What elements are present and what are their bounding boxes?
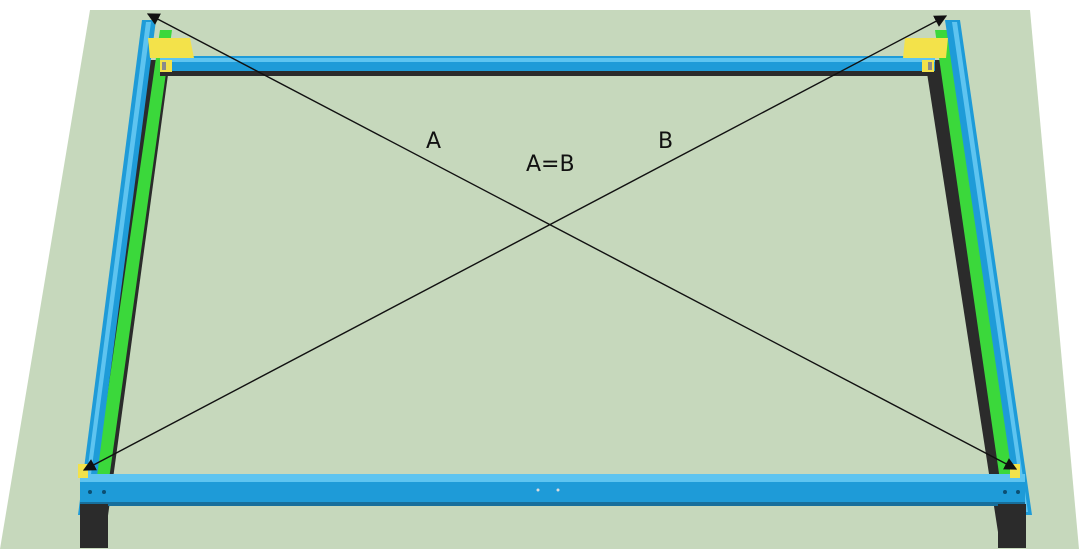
bottom-cross-beam: [80, 474, 1025, 506]
right-leg-foot: [998, 504, 1026, 548]
top-cross-beam: [160, 56, 935, 76]
label-equation: A=B: [526, 152, 575, 177]
label-a: A: [426, 129, 441, 154]
left-leg-foot: [80, 504, 108, 548]
corner-bracket-bottom-right: [1010, 464, 1020, 478]
diagonal-b-arrow: [82, 15, 948, 471]
corner-bracket-bottom-left: [78, 464, 88, 478]
label-b: B: [658, 129, 673, 154]
